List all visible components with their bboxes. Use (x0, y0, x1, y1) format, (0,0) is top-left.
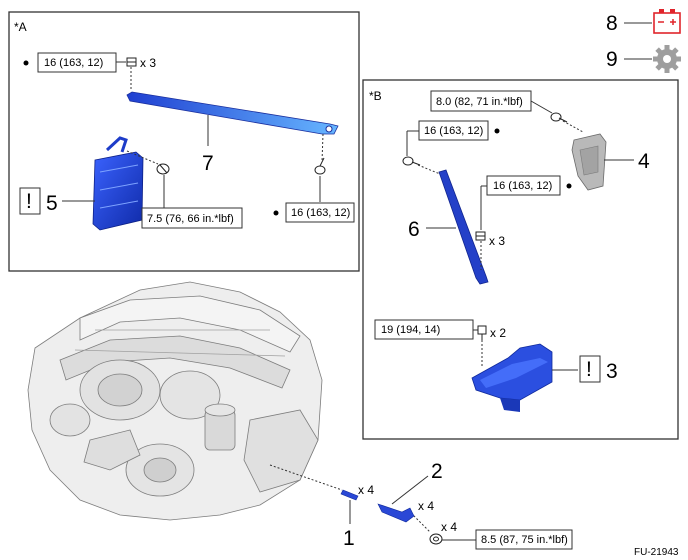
qty-b-mid: x 3 (489, 234, 505, 248)
caution-icon (579, 355, 601, 383)
dashed-leader (562, 120, 584, 133)
bolt-icon (477, 325, 487, 340)
bolt-icon (475, 231, 486, 241)
panel-a-label: *A (14, 20, 27, 34)
panel-b: *B 8.0 (82, 71 in.*lbf) 4 16 (163, 12) (362, 79, 679, 440)
torque-a-right: 16 (163, 12) (291, 207, 350, 219)
callout-1: 1 (343, 527, 355, 550)
panel-b-frame (362, 79, 679, 440)
qty-b-bottom: x 2 (490, 326, 506, 340)
dashed-leader (126, 150, 159, 165)
battery-disconnect-icon (653, 9, 681, 34)
torque-dot-icon (23, 60, 29, 66)
dashed-leader (417, 164, 441, 175)
brace-bar-part-6 (438, 169, 489, 285)
torque-dot-icon (566, 183, 572, 189)
callout-7: 7 (202, 152, 214, 175)
callout-5: 5 (46, 192, 58, 215)
torque-b-mid: 16 (163, 12) (493, 180, 552, 192)
qty-3: x 4 (441, 520, 457, 534)
torque-box-a-right (285, 202, 355, 223)
torque-b-top: 8.0 (82, 71 in.*lbf) (436, 96, 523, 108)
dashed-leader (321, 133, 324, 163)
caution-mark-b: ! (586, 358, 592, 381)
qty-a-top: x 3 (140, 56, 156, 70)
nut-icon (429, 533, 443, 545)
bracket-part-5 (92, 136, 144, 231)
panel-b-label: *B (369, 89, 382, 103)
stud-part-2 (377, 503, 415, 523)
qty-2: x 4 (418, 499, 434, 513)
torque-box-engine (475, 529, 573, 550)
figure-code: FU-21943 (634, 547, 679, 558)
bolt-icon (126, 57, 137, 67)
brace-bar-part-7 (126, 91, 339, 135)
legend-gear-number: 9 (606, 48, 618, 71)
torque-b-bottom: 19 (194, 14) (381, 324, 440, 336)
panel-a: *A 16 (163, 12) x 3 7 16 (163, 12) (8, 11, 360, 272)
dashed-leader (269, 464, 343, 491)
torque-dot-icon (273, 210, 279, 216)
engine-illustration (27, 281, 323, 521)
caution-mark-a: ! (26, 190, 32, 213)
stud-part-1 (340, 489, 359, 501)
bolt-icon (314, 157, 326, 175)
torque-dot-icon (494, 128, 500, 134)
callout-leader (391, 475, 429, 505)
bolt-icon (550, 112, 568, 123)
cover-part-3 (471, 343, 553, 412)
bolt-icon (402, 156, 421, 166)
callout-3: 3 (606, 360, 618, 383)
callout-4: 4 (638, 150, 650, 173)
panel-a-frame (8, 11, 360, 272)
torque-3: 8.5 (87, 75 in.*lbf) (481, 534, 568, 546)
leader-line (530, 100, 553, 114)
legend-battery-number: 8 (606, 12, 618, 35)
torque-a-bracket: 7.5 (76, 66 in.*lbf) (147, 213, 234, 225)
torque-box-a-bracket (141, 207, 243, 229)
qty-1: x 4 (358, 483, 374, 497)
gear-icon (653, 45, 681, 73)
callout-2: 2 (431, 460, 443, 483)
torque-a-top: 16 (163, 12) (44, 57, 103, 69)
bracket-part-4 (571, 133, 607, 191)
callout-6: 6 (408, 218, 420, 241)
engine-parts: x 4 1 2 x 4 x 4 8.5 (87, 75 in.*lbf) (269, 460, 573, 550)
bolt-icon (156, 163, 170, 175)
caution-icon (19, 187, 41, 215)
torque-b-left: 16 (163, 12) (424, 125, 483, 137)
legend: 8 9 (606, 9, 681, 73)
